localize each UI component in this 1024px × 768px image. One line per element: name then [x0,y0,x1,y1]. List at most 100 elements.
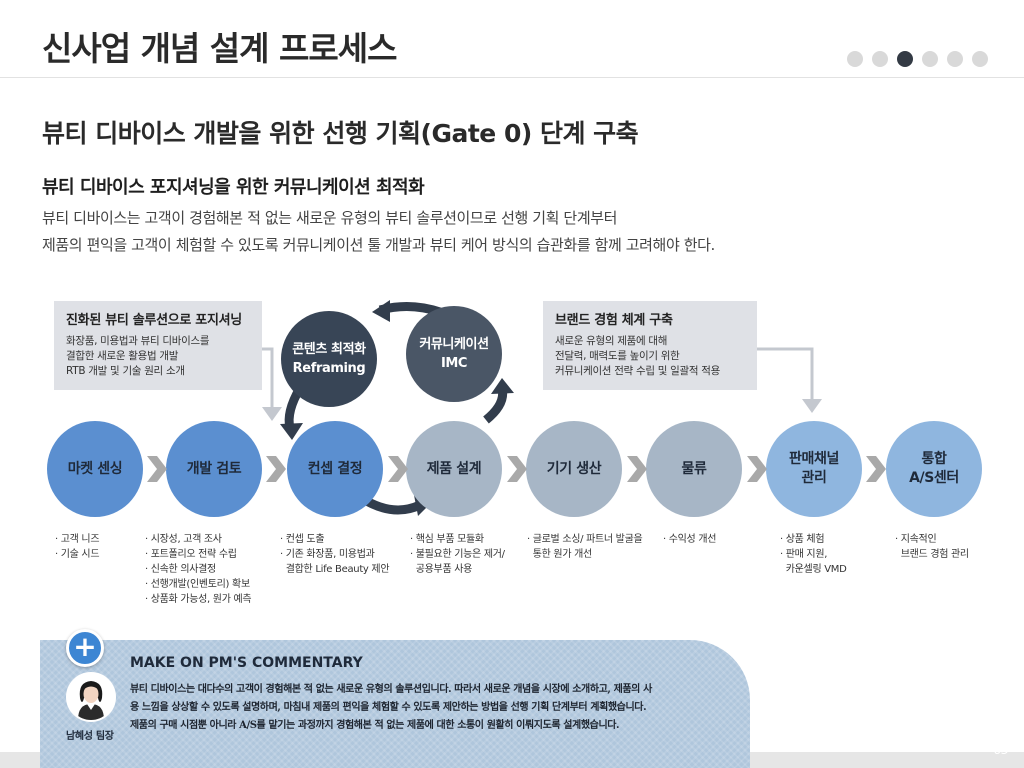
stage-sublabel: 관리 [801,470,827,486]
cycle-node-imc: 커뮤니케이션 IMC [406,306,502,402]
detail-item: · 불필요한 기능은 제거/ [410,549,505,560]
connector-arrowhead [262,407,282,421]
detail-item: · 기존 화장품, 미용법과 [280,549,375,560]
stage-label: 물류 [681,460,707,477]
section-headline: 뷰티 디바이스 개발을 위한 선행 기획(Gate 0) 단계 구축 [42,119,639,148]
stage-label: 개발 검토 [186,460,242,477]
chevron-right-icon [866,456,886,482]
detail-item: · 핵심 부품 모듈화 [410,534,484,545]
chevron-right-icon [147,456,167,482]
stage-label: 제품 설계 [426,460,482,477]
detail-item: · 신속한 의사결정 [145,564,216,575]
commentary-line: 뷰티 디바이스는 대다수의 고객이 경험해본 적 없는 새로운 유형의 솔루션입… [130,684,652,695]
cycle-node-reframing: 콘텐츠 최적화 Reframing [281,311,377,407]
callout-title: 브랜드 경험 체계 구축 [555,313,673,328]
detail-item: 결합한 Life Beauty 제안 [280,564,390,575]
stage-label: 통합 [921,451,947,467]
pager-dot[interactable] [872,51,888,67]
header-divider [0,77,1024,78]
callout-line: 전달력, 매력도를 높이기 위한 [555,350,680,362]
detail-item: · 글로벌 소싱/ 파트너 발굴을 [527,534,643,545]
detail-item: · 컨셉 도출 [280,534,325,545]
commentary-line: 용 느낌을 상상할 수 있도록 설명하며, 마침내 제품의 편익을 체험할 수 … [130,702,647,713]
stage-details-market-sensing: · 고객 니즈 · 기술 시드 [55,532,100,562]
detail-item: · 상품화 가능성, 원가 예측 [145,594,252,605]
commentary-line: 제품의 구매 시점뿐 아니라 A/S를 맡기는 과정까지 경험해본 적 없는 제… [130,720,620,731]
connector-arrowhead [802,399,822,413]
slide-pager [847,51,988,67]
pager-dot[interactable] [947,51,963,67]
stage-details-sales-channel: · 상품 체험 · 판매 지원, 카운셀링 VMD [780,532,847,577]
callout-line: 새로운 유형의 제품에 대해 [555,335,668,347]
stage-concept-decision[interactable]: 컨셉 결정 [287,421,383,517]
callout-line: 결합한 새로운 활용법 개발 [66,350,179,362]
page-number: 63 [993,743,1009,757]
stage-details-product-design: · 핵심 부품 모듈화 · 불필요한 기능은 제거/ 공용부품 사용 [410,532,505,577]
chevron-right-icon [747,456,767,482]
plus-icon[interactable]: + [66,629,104,667]
callout-body: 화장품, 미용법과 뷰티 디바이스를 결합한 새로운 활용법 개발 RTB 개발… [66,334,250,379]
cycle-arrowhead [491,378,514,394]
commentary-title: MAKE ON PM'S COMMENTARY [130,655,363,671]
chevron-right-icon [627,456,647,482]
cycle-arrowhead [372,300,390,322]
page-title: 신사업 개념 설계 프로세스 [42,29,397,68]
detail-item: · 고객 니즈 [55,534,100,545]
cycle-node-sublabel: Reframing [292,361,366,376]
callout-body: 새로운 유형의 제품에 대해 전달력, 매력도를 높이기 위한 커뮤니케이션 전… [555,334,745,379]
description-line: 뷰티 디바이스는 고객이 경험해본 적 없는 새로운 유형의 뷰티 솔루션이므로… [42,209,618,227]
detail-item: 카운셀링 VMD [780,564,847,575]
callout-line: 화장품, 미용법과 뷰티 디바이스를 [66,335,210,347]
pm-name: 남혜성 팀장 [66,731,114,742]
cycle-node-label: 콘텐츠 최적화 [292,342,366,357]
section-description: 뷰티 디바이스는 고객이 경험해본 적 없는 새로운 유형의 뷰티 솔루션이므로… [42,205,715,259]
stage-device-production[interactable]: 기기 생산 [526,421,622,517]
stage-details-logistics: · 수익성 개선 [663,532,716,547]
stage-details-device-production: · 글로벌 소싱/ 파트너 발굴을 통한 원가 개선 [527,532,643,562]
stage-label: 판매채널 [789,451,839,467]
stage-product-design[interactable]: 제품 설계 [406,421,502,517]
chevron-right-icon [266,456,286,482]
detail-item: · 수익성 개선 [663,534,717,545]
chevron-right-icon [507,456,527,482]
commentary-body: 뷰티 디바이스는 대다수의 고객이 경험해본 적 없는 새로운 유형의 솔루션입… [130,681,730,735]
stage-logistics[interactable]: 물류 [646,421,742,517]
callout-positioning: 진화된 뷰티 솔루션으로 포지셔닝 화장품, 미용법과 뷰티 디바이스를 결합한… [54,301,262,390]
pager-dot-active[interactable] [897,51,913,67]
stage-details-development-review: · 시장성, 고객 조사 · 포트폴리오 전략 수립 · 신속한 의사결정 · … [145,532,252,607]
avatar [66,672,116,722]
detail-item: 브랜드 경험 관리 [895,549,969,560]
chevron-right-icon [388,456,408,482]
callout-connector-right [757,347,814,402]
stage-label: 컨셉 결정 [307,460,363,477]
stage-as-center[interactable]: 통합 A/S센터 [886,421,982,517]
cycle-node-sublabel: IMC [440,356,468,371]
stage-development-review[interactable]: 개발 검토 [166,421,262,517]
pager-dot[interactable] [922,51,938,67]
stage-label: 마켓 센싱 [67,460,123,477]
stage-details-concept-decision: · 컨셉 도출 · 기존 화장품, 미용법과 결합한 Life Beauty 제… [280,532,390,577]
pager-dot[interactable] [847,51,863,67]
callout-brand-experience: 브랜드 경험 체계 구축 새로운 유형의 제품에 대해 전달력, 매력도를 높이… [543,301,757,390]
detail-item: · 상품 체험 [780,534,825,545]
cycle-arrowhead [280,423,303,440]
cycle-node-label: 커뮤니케이션 [419,337,489,352]
pm-portrait [68,674,114,720]
detail-item: · 시장성, 고객 조사 [145,534,222,545]
stage-sublabel: A/S센터 [909,470,959,486]
detail-item: · 지속적인 [895,534,937,545]
detail-item: · 판매 지원, [780,549,828,560]
stage-details-as-center: · 지속적인 브랜드 경험 관리 [895,532,969,562]
description-line: 제품의 편익을 고객이 체험할 수 있도록 커뮤니케이션 툴 개발과 뷰티 케어… [42,236,715,254]
detail-item: · 선행개발(인벤토리) 확보 [145,579,250,590]
callout-line: RTB 개발 및 기술 원리 소개 [66,365,185,377]
callout-line: 커뮤니케이션 전략 수립 및 일괄적 적용 [555,365,720,377]
detail-item: 공용부품 사용 [410,564,473,575]
callout-connector-left [262,347,274,410]
pager-dot[interactable] [972,51,988,67]
section-subheading: 뷰티 디바이스 포지셔닝을 위한 커뮤니케이션 최적화 [42,177,425,198]
detail-item: · 포트폴리오 전략 수립 [145,549,237,560]
callout-title: 진화된 뷰티 솔루션으로 포지셔닝 [66,313,242,328]
stage-market-sensing[interactable]: 마켓 센싱 [47,421,143,517]
